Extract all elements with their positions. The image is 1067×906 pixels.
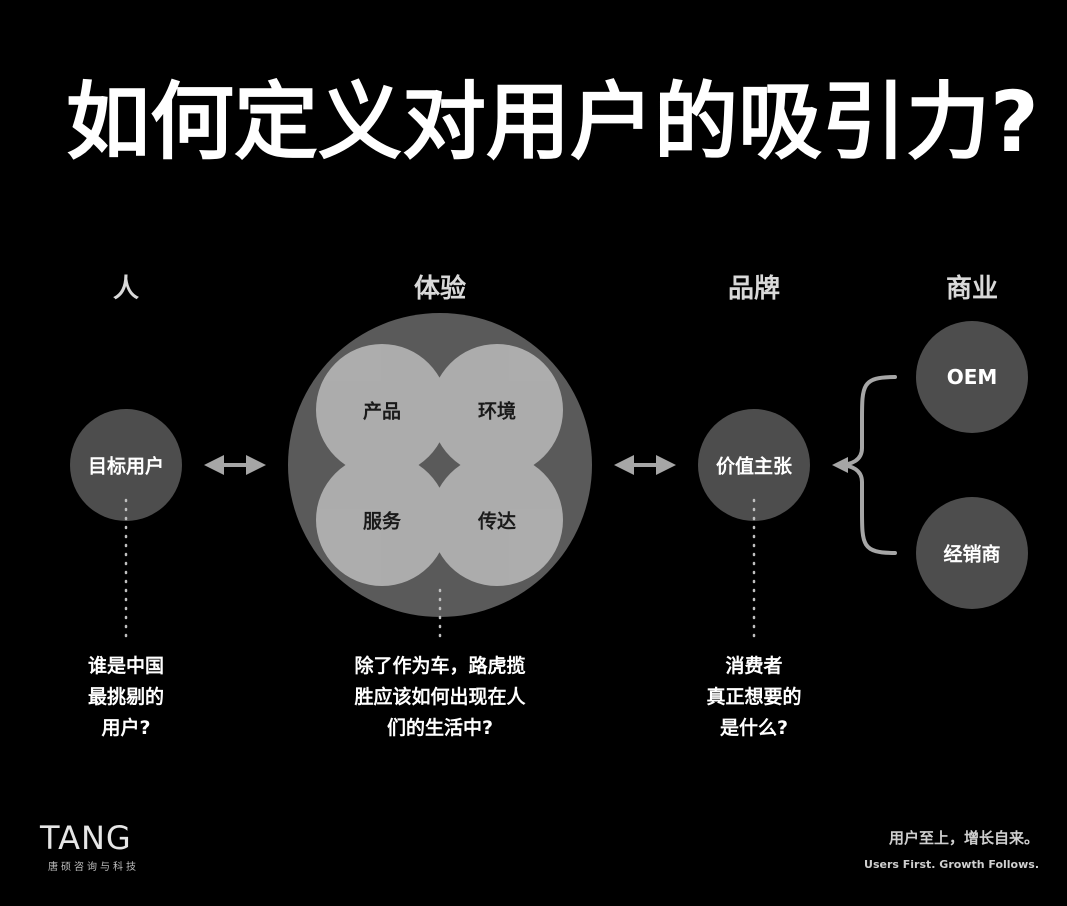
- slogan: 用户至上，增长自来。 Users First. Growth Follows.: [864, 827, 1039, 871]
- product-circle: [316, 344, 448, 476]
- question-people-line-2: 最挑剔的: [87, 686, 165, 708]
- question-brand-line-3: 是什么?: [719, 717, 789, 739]
- question-brand-line-1: 消费者: [725, 655, 783, 677]
- question-people-line-1: 谁是中国: [87, 655, 165, 677]
- communication-label: 传达: [477, 510, 517, 533]
- question-brand: 消费者 真正想要的 是什么?: [706, 651, 801, 744]
- product-label: 产品: [362, 400, 402, 423]
- dealer-label: 经销商: [943, 543, 1001, 566]
- communication-circle: [431, 454, 563, 586]
- page-title: 如何定义对用户的吸引力?: [66, 73, 1039, 171]
- question-brand-line-2: 真正想要的: [706, 686, 802, 708]
- question-people-line-3: 用户?: [101, 717, 151, 739]
- column-heading-brand: 品牌: [727, 274, 781, 304]
- oem-label: OEM: [946, 365, 998, 389]
- column-heading-business: 商业: [945, 274, 999, 304]
- dealer-circle: [916, 497, 1028, 609]
- environment-circle: [431, 344, 563, 476]
- brace-arrowhead: [832, 457, 848, 473]
- question-experience-line-3: 们的生活中?: [386, 717, 494, 739]
- column-heading-experience: 体验: [413, 274, 467, 304]
- question-people: 谁是中国 最挑剔的 用户?: [88, 651, 164, 744]
- environment-label: 环境: [477, 400, 517, 423]
- slogan-english: Users First. Growth Follows.: [864, 858, 1039, 871]
- value-proposition-label: 价值主张: [715, 455, 793, 478]
- slogan-chinese: 用户至上，增长自来。: [888, 829, 1039, 847]
- oem-circle: [916, 321, 1028, 433]
- value-proposition-circle: [698, 409, 810, 521]
- service-circle: [316, 454, 448, 586]
- company-name: 唐硕咨询与科技: [48, 862, 139, 873]
- company-logo: TANG 唐硕咨询与科技: [40, 822, 139, 873]
- experience-outer-circle: [288, 313, 592, 617]
- column-heading-people: 人: [112, 274, 140, 304]
- service-label: 服务: [362, 510, 402, 533]
- question-experience-line-2: 胜应该如何出现在人: [354, 686, 526, 708]
- logo-wordmark: TANG: [40, 819, 132, 857]
- question-experience-line-1: 除了作为车，路虎揽: [354, 655, 526, 677]
- question-experience: 除了作为车，路虎揽 胜应该如何出现在人 们的生活中?: [354, 651, 525, 744]
- target-user-label: 目标用户: [87, 455, 165, 478]
- target-user-circle: [70, 409, 182, 521]
